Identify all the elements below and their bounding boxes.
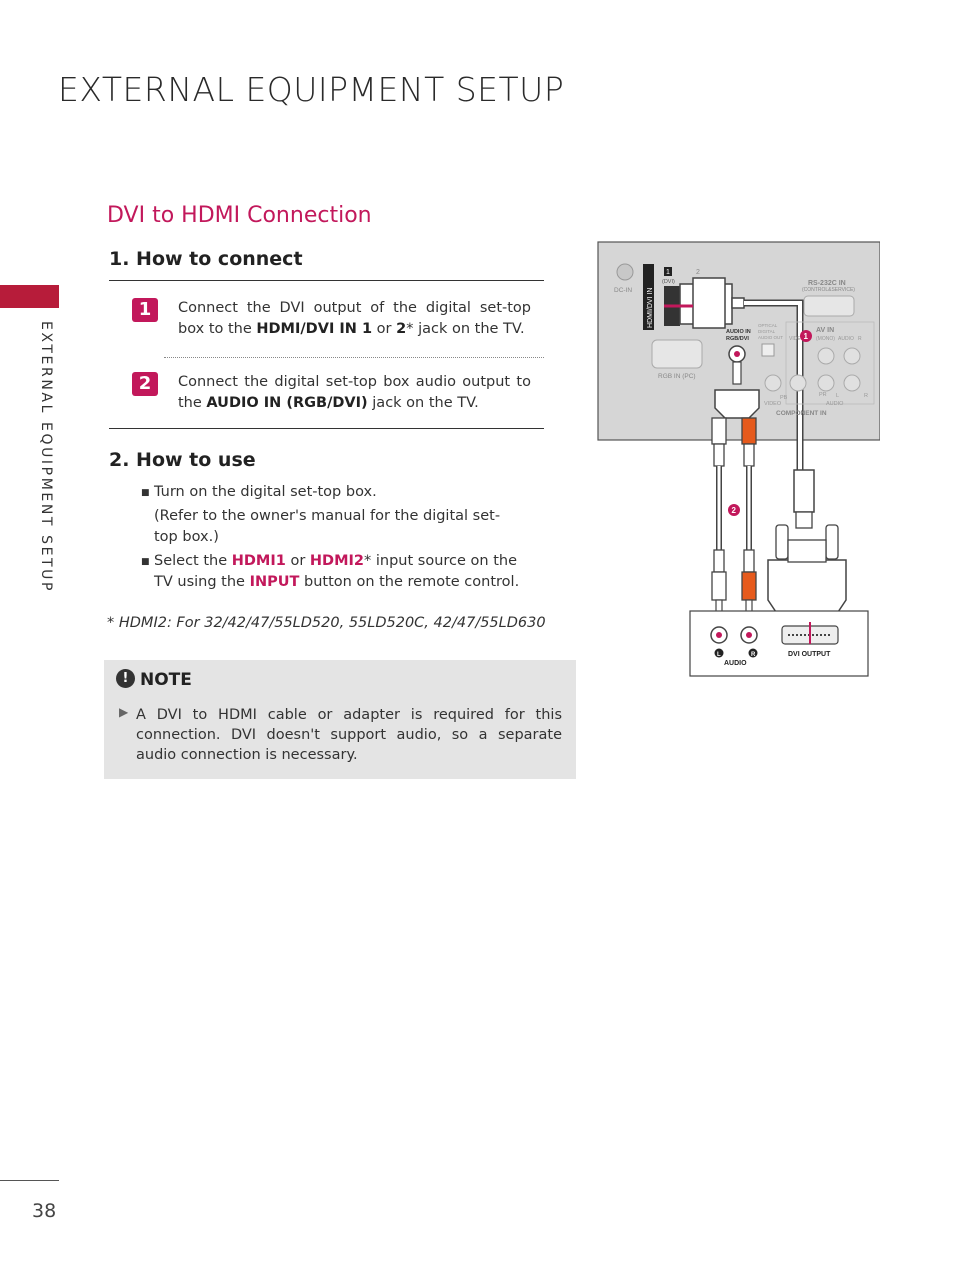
- dvi-label: (DVI): [662, 279, 675, 285]
- hdmi-cable: [744, 301, 802, 470]
- page-number: 38: [32, 1200, 57, 1222]
- audio-plug-red-top: [741, 417, 757, 445]
- box-l-label: L: [717, 652, 721, 658]
- page-title: EXTERNAL EQUIPMENT SETUP: [58, 70, 565, 109]
- bullet-square-icon: ■: [141, 557, 150, 567]
- comp-video-label: VIDEO: [764, 401, 782, 407]
- audio-plug-white-top: [711, 417, 727, 445]
- rgb-in-label: RGB IN (PC): [658, 373, 696, 380]
- audio-splitter: [714, 389, 760, 419]
- port-1-label: 1: [666, 269, 670, 276]
- dvi-plug-neck: [793, 469, 815, 513]
- section-rule: [109, 428, 544, 429]
- optical-port: [761, 343, 775, 357]
- dvi-output-label: DVI OUTPUT: [788, 651, 831, 658]
- optical-label: OPTICAL: [758, 323, 778, 328]
- comp-l-label: L: [836, 393, 839, 399]
- comp-r-label: R: [864, 393, 868, 399]
- hdmi-dvi-in-label: HDMI/DVI IN: [647, 288, 654, 328]
- marker-1-label: 1: [804, 332, 809, 341]
- hdmi2-footnote: * HDMI2: For 32/42/47/55LD520, 55LD520C,…: [107, 615, 546, 631]
- av-r-label: R: [858, 336, 862, 342]
- how-to-use-heading: 2. How to use: [109, 449, 256, 471]
- use-bullet-1: Turn on the digital set-top box.: [154, 484, 377, 500]
- footer-rule: [0, 1180, 59, 1181]
- rs232c-port: [803, 295, 855, 317]
- port-1-badge: [664, 267, 672, 276]
- heading-rule: [109, 280, 544, 281]
- connection-diagram: DC-IN HDMI/DVI IN 1 2 (DVI) RGB IN (PC) …: [597, 241, 880, 677]
- box-r-label: R: [751, 652, 756, 658]
- note-text: A DVI to HDMI cable or adapter is requir…: [136, 707, 562, 763]
- av-video-label: VIDEO: [789, 336, 805, 342]
- hdmi-plug-body: [692, 277, 726, 329]
- how-to-connect-heading: 1. How to connect: [109, 248, 303, 270]
- pb-label: PB: [780, 395, 788, 401]
- audio-out-label: AUDIO OUT: [758, 335, 783, 340]
- audio-plug-white-bottom: [711, 571, 727, 601]
- hdmi-label-bg: [643, 264, 654, 330]
- marker-1-icon: [800, 330, 812, 342]
- dvi-plug-body: [767, 559, 847, 619]
- digital-label: DIGITAL: [758, 329, 776, 334]
- box-audio-label: AUDIO: [724, 660, 747, 667]
- use-bullet-2: Select the HDMI1 or HDMI2* input source …: [154, 553, 520, 590]
- marker-2-label: 2: [732, 506, 737, 515]
- comp-audio-label: AUDIO: [826, 401, 844, 407]
- step-2-text: Connect the digital set-top box audio ou…: [178, 374, 531, 411]
- note-box: [104, 660, 576, 779]
- rgb-dvi-label: RGB/DVI: [726, 336, 749, 342]
- step-1-badge: 1: [132, 298, 158, 322]
- rgb-in-port: [651, 339, 703, 369]
- component-in-label: COMPONENT IN: [776, 410, 827, 417]
- av-in-label: AV IN: [816, 327, 834, 334]
- dc-in-jack: [616, 263, 634, 281]
- arrow-bullet-icon: ▶: [119, 705, 129, 719]
- rs232c-label: RS-232C IN: [808, 280, 846, 287]
- step-divider: [164, 357, 544, 358]
- pr-label: PR: [819, 392, 827, 398]
- exclamation-icon: !: [116, 669, 135, 688]
- chapter-side-label: EXTERNAL EQUIPMENT SETUP: [38, 321, 54, 594]
- control-service-label: (CONTROL&SERVICE): [802, 287, 855, 293]
- av-mono-label: (MONO): [816, 336, 835, 342]
- set-top-box-panel: [689, 610, 869, 677]
- section-title: DVI to HDMI Connection: [107, 203, 372, 228]
- step-2-badge: 2: [132, 372, 158, 396]
- use-bullet-1-note: (Refer to the owner's manual for the dig…: [154, 508, 501, 545]
- note-title: NOTE: [140, 670, 192, 690]
- marker-2-icon: [728, 504, 740, 516]
- step-1-text: Connect the DVI output of the digital se…: [178, 300, 531, 337]
- audio-plug-red-bottom: [741, 571, 757, 601]
- chapter-tab-marker: [0, 285, 59, 308]
- av-audio-label: AUDIO: [838, 336, 854, 342]
- audio-in-label: AUDIO IN: [726, 329, 751, 335]
- bullet-square-icon: ■: [141, 488, 150, 498]
- port-2-label: 2: [696, 269, 700, 276]
- dc-in-label: DC-IN: [614, 287, 632, 294]
